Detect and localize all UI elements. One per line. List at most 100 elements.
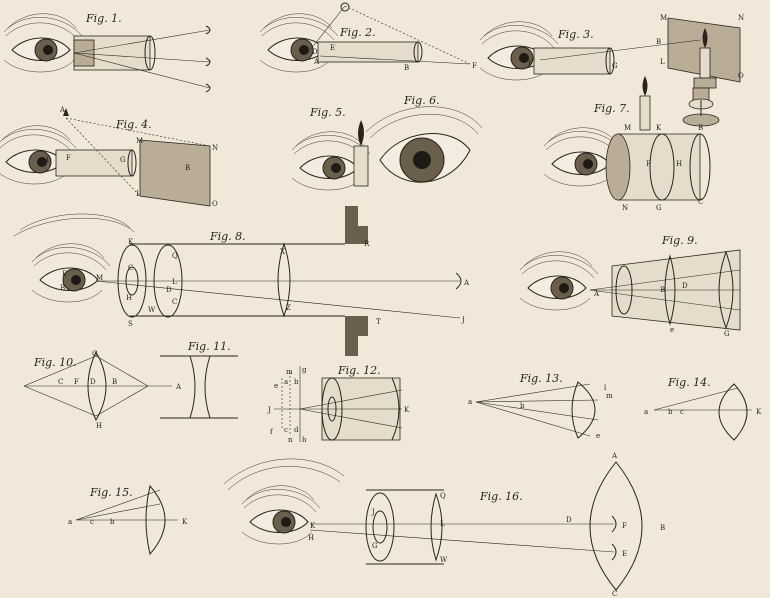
fig4-label-m: M — [136, 137, 143, 145]
fig7-label-m: M — [624, 124, 631, 132]
fig7-label-h: H — [676, 160, 682, 168]
fig7-label-g: G — [656, 204, 662, 212]
fig3-label-g: G — [612, 62, 618, 70]
fig12-label-j: J — [267, 406, 271, 414]
fig7-label-n: N — [622, 204, 628, 212]
fig4-title: Fig. 4. — [115, 118, 152, 131]
fig14-title: Fig. 14. — [667, 376, 711, 389]
fig9-label-a: A — [593, 290, 600, 298]
fig16-label-e: E — [622, 550, 627, 558]
fig8-label-s: S — [128, 320, 133, 328]
fig3-label-b: B — [656, 38, 661, 46]
fig10-title: Fig. 10. — [33, 356, 77, 369]
figure-13: Fig. 13. a b l m e — [468, 372, 613, 440]
fig16-label-b: B — [660, 524, 665, 532]
fig10-label-f: F — [74, 378, 79, 386]
fig7-label-b: B — [698, 124, 703, 132]
fig8-label-x: X — [280, 248, 285, 256]
fig16-label-d: D — [566, 516, 572, 524]
fig12-label-f: f — [270, 428, 274, 436]
figure-11: Fig. 11. — [160, 340, 238, 419]
fig12-label-m: m — [286, 368, 293, 376]
fig8-label-a: A — [463, 279, 470, 287]
fig15-label-b: b — [110, 518, 115, 526]
fig8-label-c2: C — [172, 298, 177, 306]
fig2-label-e: E — [330, 44, 335, 52]
fig16-label-j: J — [371, 508, 375, 516]
figure-7: Fig. 7. M K B F H N G C — [543, 76, 711, 212]
fig8-label-l: L — [172, 278, 177, 286]
fig16-label-h: H — [308, 534, 314, 542]
fig8-label-j: J — [461, 316, 465, 324]
fig3-label-n: N — [738, 14, 744, 22]
fig7-label-c: C — [698, 198, 703, 206]
fig13-label-m: m — [606, 392, 613, 400]
fig12-label-n: n — [288, 436, 293, 444]
fig6-title: Fig. 6. — [403, 94, 440, 107]
fig3-label-m: M — [660, 14, 667, 22]
fig3-title: Fig. 3. — [557, 28, 594, 41]
fig8-label-t: T — [376, 318, 381, 326]
fig8-label-k: K — [128, 238, 134, 246]
fig8-label-m: M — [96, 274, 103, 282]
fig13-label-b: b — [520, 402, 525, 410]
fig9-label-b: B — [660, 286, 665, 294]
fig12-label-g: g — [302, 366, 307, 374]
fig12-label-h: h — [302, 436, 307, 444]
fig4-label-l: L — [136, 190, 141, 198]
figure-16: Fig. 16. A Q J L G W K H D F E B C — [223, 452, 665, 598]
fig12-label-e: e — [274, 382, 278, 390]
fig15-label-c: c — [90, 518, 94, 526]
fig8-label-b: B — [60, 284, 65, 292]
fig2-title: Fig. 2. — [339, 26, 376, 39]
fig1-title: Fig. 1. — [85, 12, 122, 25]
figure-6: Fig. 6. — [365, 94, 483, 183]
fig16-label-g: G — [372, 542, 378, 550]
fig8-title: Fig. 8. — [209, 230, 246, 243]
fig16-label-c: C — [612, 590, 617, 598]
fig12-label-b: b — [294, 378, 299, 386]
fig8-label-w: W — [148, 306, 156, 314]
figure-8: Fig. 8. K Q R X E B M C L D H W C Z A S … — [13, 206, 470, 356]
fig10-label-c: C — [58, 378, 63, 386]
fig14-label-c: c — [680, 408, 684, 416]
fig4-label-a: A — [59, 106, 66, 114]
figure-9: Fig. 9. C A B D e G — [519, 234, 741, 338]
fig12-label-a: a — [284, 378, 288, 386]
fig15-label-k: K — [182, 518, 188, 526]
fig4-label-n: N — [212, 144, 218, 152]
fig2-label-d: D — [312, 48, 318, 56]
fig10-label-b: B — [112, 378, 117, 386]
figure-12: Fig. 12. m g e a b J c d f n h K — [267, 364, 410, 444]
figure-14: Fig. 14. a b c K — [644, 376, 762, 441]
fig7-label-k: K — [656, 124, 662, 132]
fig9-title: Fig. 9. — [661, 234, 698, 247]
fig8-label-q: Q — [172, 252, 178, 260]
fig7-label-f: F — [646, 160, 651, 168]
fig10-label-h: H — [96, 422, 102, 430]
fig4-label-f: F — [66, 154, 71, 162]
fig10-label-g: G — [92, 350, 98, 358]
fig2-label-b: B — [404, 64, 409, 72]
fig10-label-a: A — [175, 383, 182, 391]
fig8-label-c: C — [128, 264, 133, 272]
fig13-label-a: a — [468, 398, 472, 406]
fig9-label-d: D — [682, 282, 688, 290]
figure-1: Fig. 1. — [3, 12, 211, 93]
fig13-title: Fig. 13. — [519, 372, 563, 385]
candlestick-illustration — [682, 87, 720, 127]
fig16-label-k: K — [310, 522, 316, 530]
fig16-label-a: A — [611, 452, 618, 460]
fig3-label-l: L — [660, 58, 665, 66]
fig7-title: Fig. 7. — [593, 102, 630, 115]
fig16-label-w: W — [440, 556, 448, 564]
fig8-label-r: R — [364, 240, 370, 248]
fig16-title: Fig. 16. — [479, 490, 523, 503]
fig16-label-l: L — [440, 520, 445, 528]
figure-4: Fig. 4. A D F G B M N L O — [0, 106, 218, 208]
fig2-label-a: A — [313, 58, 320, 66]
fig8-label-d: D — [166, 286, 172, 294]
fig15-title: Fig. 15. — [89, 486, 133, 499]
fig5-title: Fig. 5. — [309, 106, 346, 119]
